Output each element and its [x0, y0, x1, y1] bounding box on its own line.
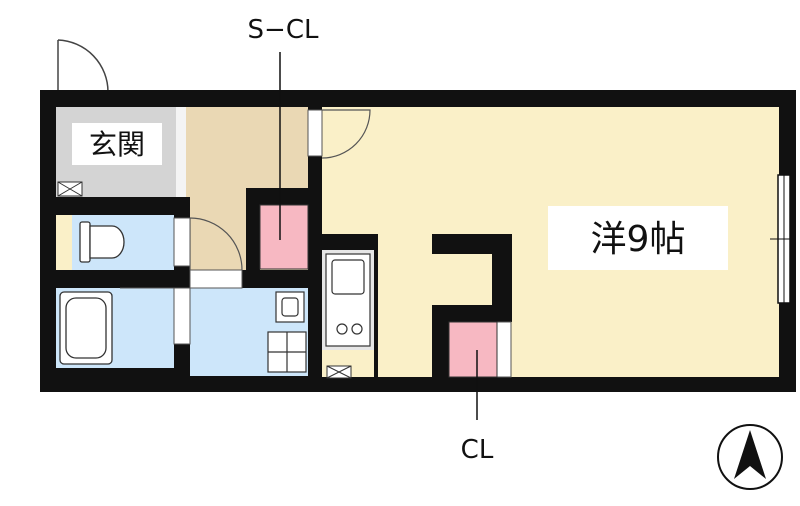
shoe-closet-outline: [259, 204, 309, 270]
vent-icon: [57, 181, 83, 197]
bathtub-icon: [59, 291, 113, 365]
shoe-closet-label: S−CL: [248, 15, 319, 45]
north-arrow-icon: [717, 424, 783, 490]
kitchen-icon: [325, 253, 371, 347]
washing-machine-space-icon: [267, 331, 307, 373]
door-bathroom: [120, 287, 191, 345]
door-closet: [496, 321, 512, 378]
shoe-closet-area: [260, 205, 308, 269]
entrance-label-bg: [72, 123, 162, 165]
closet-label: CL: [461, 435, 494, 465]
western-room-label-bg: [548, 206, 728, 270]
toilet-icon: [79, 221, 125, 263]
window: [770, 174, 792, 304]
closet-outline: [448, 321, 498, 378]
closet-area: [449, 322, 497, 377]
toilet-strip: [56, 215, 72, 270]
door-western-room: [307, 109, 371, 159]
entrance-door-swing: [57, 39, 109, 93]
door-toilet: [173, 217, 191, 267]
entrance-step: [176, 107, 186, 197]
vent-icon: [326, 365, 352, 379]
western-room-label: 洋9帖: [591, 219, 686, 260]
entrance-label: 玄関: [89, 128, 145, 161]
washbasin-icon: [275, 291, 305, 323]
